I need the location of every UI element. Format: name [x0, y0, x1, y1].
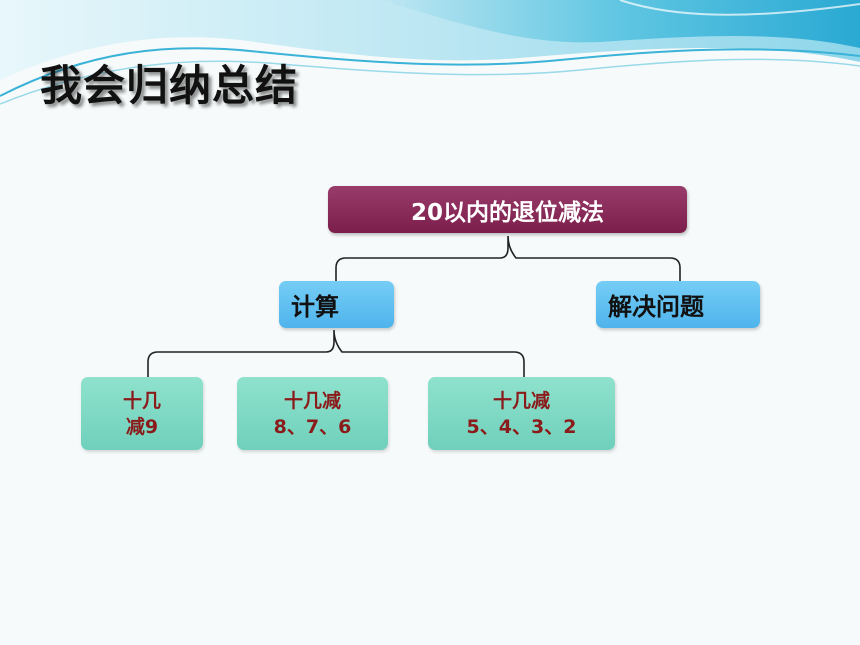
node-subtract-9: 十几 减9	[81, 377, 203, 450]
node-subtract-5432-line2: 5、4、3、2	[466, 415, 577, 438]
root-brace	[335, 235, 681, 281]
node-subtract-876-line1: 十几减	[283, 389, 341, 412]
node-subtract-876-line2: 8、7、6	[273, 415, 352, 438]
node-problem-solving-label: 解决问题	[608, 293, 704, 321]
node-subtract-9-line2: 减9	[125, 415, 159, 438]
node-calculation: 计算	[279, 281, 394, 328]
slide-title: 我会归纳总结	[40, 61, 299, 110]
root-node-label: 20以内的退位减法	[410, 199, 604, 226]
node-subtract-9-line1: 十几	[122, 389, 161, 412]
node-subtract-5432: 十几减 5、4、3、2	[428, 377, 615, 450]
calc-brace	[147, 329, 525, 377]
node-calculation-label: 计算	[291, 293, 339, 321]
node-subtract-5432-line1: 十几减	[492, 389, 550, 412]
header-wave-decoration	[0, 0, 860, 105]
node-subtract-876: 十几减 8、7、6	[237, 377, 388, 450]
root-node: 20以内的退位减法	[328, 186, 687, 233]
node-problem-solving: 解决问题	[596, 281, 760, 328]
